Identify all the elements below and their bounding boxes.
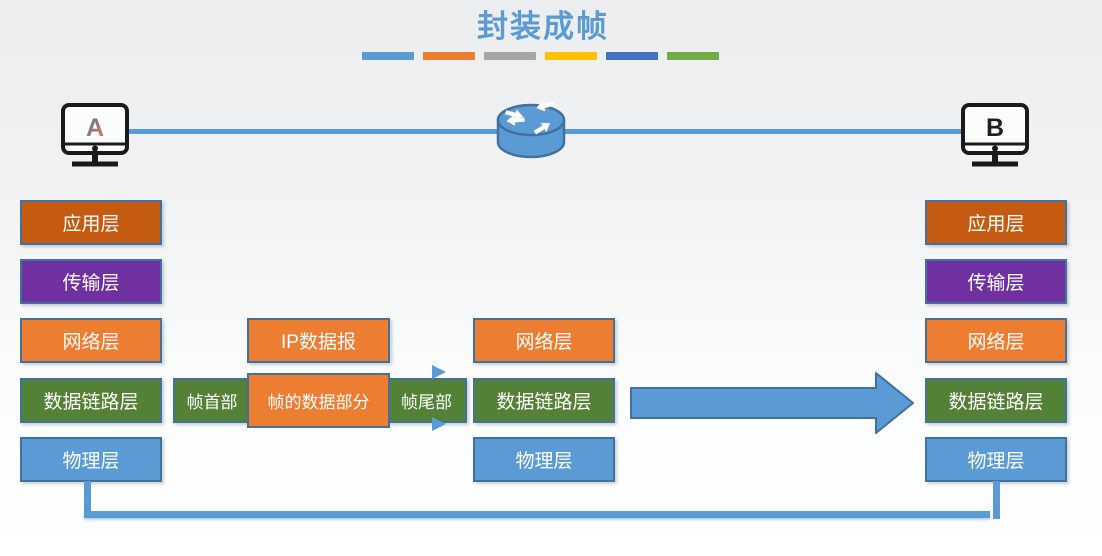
frame-data-box: 帧的数据部分 xyxy=(247,373,390,428)
right-network-layer-box: 网络层 xyxy=(925,318,1067,363)
left-physical-layer-box: 物理层 xyxy=(20,437,162,482)
right-transport-layer-box: 传输层 xyxy=(925,259,1067,304)
physical-path-left-line xyxy=(84,481,91,518)
divider-dash-orange xyxy=(423,52,475,60)
frame-flow-arrow-top-icon xyxy=(432,365,446,379)
divider-dash-yellow xyxy=(545,52,597,60)
middle-datalink-layer-box: 数据链路层 xyxy=(473,378,615,423)
middle-physical-layer-box: 物理层 xyxy=(473,437,615,482)
physical-path-right-line xyxy=(993,481,1000,519)
page-title: 封装成帧 xyxy=(477,9,609,44)
router-icon xyxy=(496,98,566,159)
left-datalink-layer-box: 数据链路层 xyxy=(20,378,162,423)
left-transport-layer-box: 传输层 xyxy=(20,259,162,304)
computer-a-icon: A xyxy=(61,103,129,167)
physical-path-bottom-line xyxy=(84,511,990,518)
divider-dash-darkblue xyxy=(606,52,658,60)
host-b-label: B xyxy=(986,114,1004,142)
transmit-arrow-icon xyxy=(630,372,914,434)
ip-datagram-box: IP数据报 xyxy=(247,318,390,363)
middle-network-layer-box: 网络层 xyxy=(473,318,615,363)
computer-b-icon: B xyxy=(961,103,1029,167)
divider-dash-green xyxy=(667,52,719,60)
right-physical-layer-box: 物理层 xyxy=(925,437,1067,482)
host-a-label: A xyxy=(86,114,104,142)
divider-dash-gray xyxy=(484,52,536,60)
frame-flow-arrow-bottom-icon xyxy=(432,417,446,431)
frame-header-label: 帧首部 xyxy=(186,393,238,412)
right-datalink-layer-box: 数据链路层 xyxy=(925,378,1067,423)
title-divider xyxy=(362,52,719,60)
frame-trailer-label: 帧尾部 xyxy=(401,393,452,412)
left-application-layer-box: 应用层 xyxy=(20,200,162,245)
right-application-layer-box: 应用层 xyxy=(925,200,1067,245)
left-network-layer-box: 网络层 xyxy=(20,318,162,363)
divider-dash-blue xyxy=(362,52,414,60)
